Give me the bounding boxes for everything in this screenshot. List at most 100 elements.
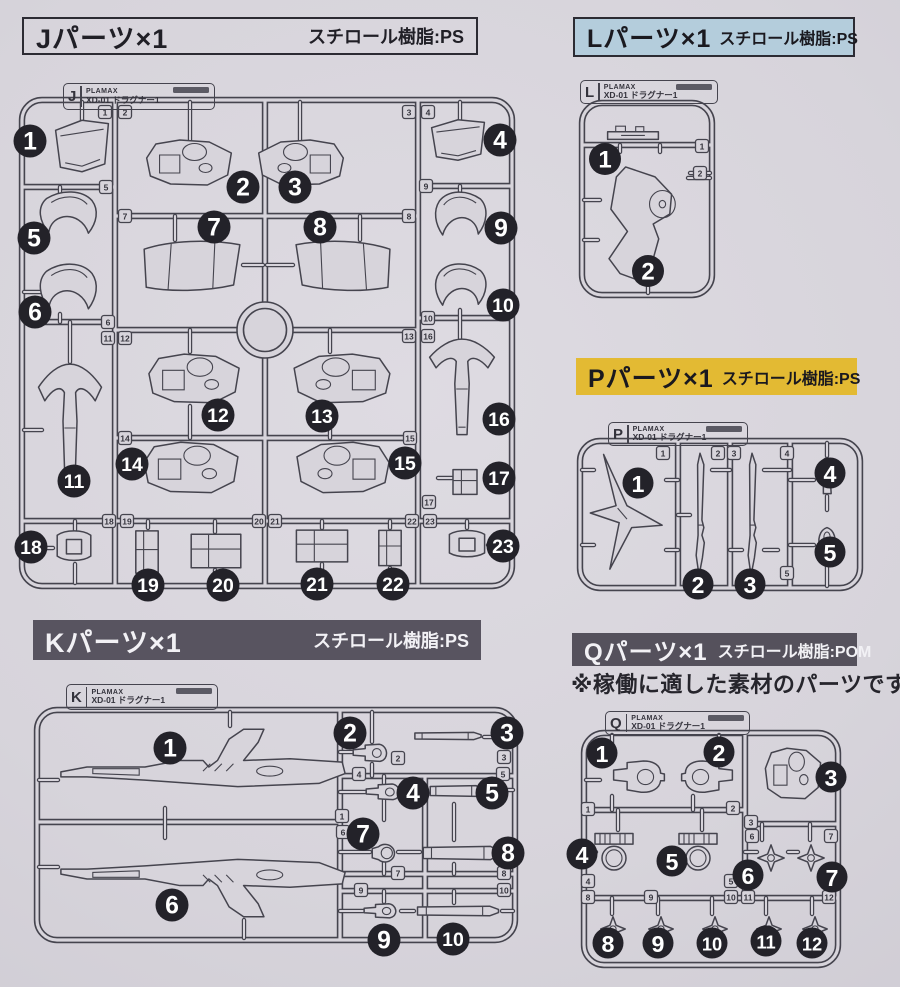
part-detail [684,834,709,867]
part-number-tag-text: 9 [359,886,364,896]
callout-number: 2 [641,259,654,286]
part-J6-drawing [40,264,96,309]
part-outline [61,859,345,916]
part-number-tag: 17 [421,494,437,510]
callout-number: 7 [356,822,370,849]
part-number-tag: 9 [418,178,434,194]
part-detail [168,241,215,289]
part-callout-J22: 22 [376,567,410,601]
part-outline [682,761,733,792]
part-number-tag-text: 23 [425,517,435,527]
part-callout-P5: 5 [814,536,846,568]
part-number-tag-text: 4 [357,770,362,780]
part-number-tag: 2 [692,165,708,181]
callout-number: 10 [442,929,464,951]
part-detail [136,531,158,573]
runner-letter: K [71,688,82,706]
callout-number: 3 [500,721,514,748]
part-number-tag-box [267,513,283,529]
tag-divider [625,714,628,732]
part-callout-K8: 8 [491,836,525,870]
callout-number: 15 [394,453,416,475]
part-detail [381,847,392,858]
part-callout-J8: 8 [303,210,337,244]
part-callout-L1: 1 [589,143,621,175]
part-number-tag-box [117,104,133,120]
part-number-tag-text: 18 [104,517,114,527]
part-K8-drawing [423,846,498,859]
part-number-tag: 21 [267,513,283,529]
part-number-tag-box [744,828,760,844]
part-number-tag-box [421,494,437,510]
part-detail [444,269,476,276]
part-callout-K9: 9 [367,923,401,957]
part-number-tag: 14 [117,430,133,446]
runner-ring-inner [242,307,288,353]
part-callout-Q8: 8 [592,927,624,959]
callout-number: 9 [377,928,391,955]
part-J8-drawing [296,241,390,290]
part-number-tag-box [100,330,116,346]
part-number-tag-text: 12 [824,893,834,903]
part-callout-P1: 1 [622,467,654,499]
callout-circle [815,761,847,793]
part-detail [436,786,472,796]
part-J22-drawing [379,530,401,565]
callout-number: 4 [406,781,420,808]
callout-circle [491,836,525,870]
part-detail [637,769,653,784]
part-callout-P3: 3 [734,568,766,600]
callout-circle [482,402,516,436]
part-number-tag: 7 [117,208,133,224]
part-callout-J10: 10 [486,288,520,322]
part-number-tag-text: 8 [407,212,412,222]
part-J5-drawing [40,192,96,233]
section-header-P: Pパーツ×1 スチロール樹脂:PS [576,358,860,395]
part-outline [590,454,662,569]
part-number-tag-text: 2 [716,449,721,459]
part-detail [372,749,381,758]
part-J9-drawing [436,192,486,235]
part-detail [692,769,708,784]
callout-number: 7 [826,865,839,891]
part-outline [595,834,633,871]
part-number-tag-box [420,310,436,326]
part-callout-J18: 18 [14,530,48,564]
part-number-tag-box [725,800,741,816]
runner-ring [236,301,294,359]
part-callout-J9: 9 [484,211,518,245]
part-number-tag-text: 9 [649,893,654,903]
callout-number: 1 [596,741,609,767]
part-callout-J14: 14 [115,447,149,481]
part-number-tag: 23 [422,513,438,529]
part-number-tag-text: 11 [104,334,113,344]
part-detail [163,358,219,390]
part-number-tag-box [401,208,417,224]
part-outline [748,453,756,575]
part-number-tag-text: 13 [404,332,414,342]
part-number-tag-text: 19 [122,517,132,527]
callout-circle [632,255,664,287]
part-outline [136,531,158,573]
callout-number: 13 [311,406,333,428]
part-number-tag-text: 2 [731,804,736,814]
part-detail [616,126,645,135]
part-number-tag: 1 [334,808,350,824]
callout-circle [376,567,410,601]
callout-circle [696,927,728,959]
part-callout-J6: 6 [18,295,52,329]
part-outline [147,140,232,185]
part-outline [432,120,485,160]
part-number-tag: 20 [251,513,267,529]
part-number-tag-text: 1 [661,449,666,459]
part-detail [444,197,476,205]
brand-label: PLAMAX [85,88,118,96]
part-number-tag-text: 7 [829,832,834,842]
section-title: Qパーツ×1 [584,639,708,666]
part-detail [768,855,775,862]
part-number-tag-text: 2 [698,169,703,179]
callout-number: 1 [632,471,645,497]
part-number-tag: 7 [823,828,839,844]
part-detail [160,144,212,174]
